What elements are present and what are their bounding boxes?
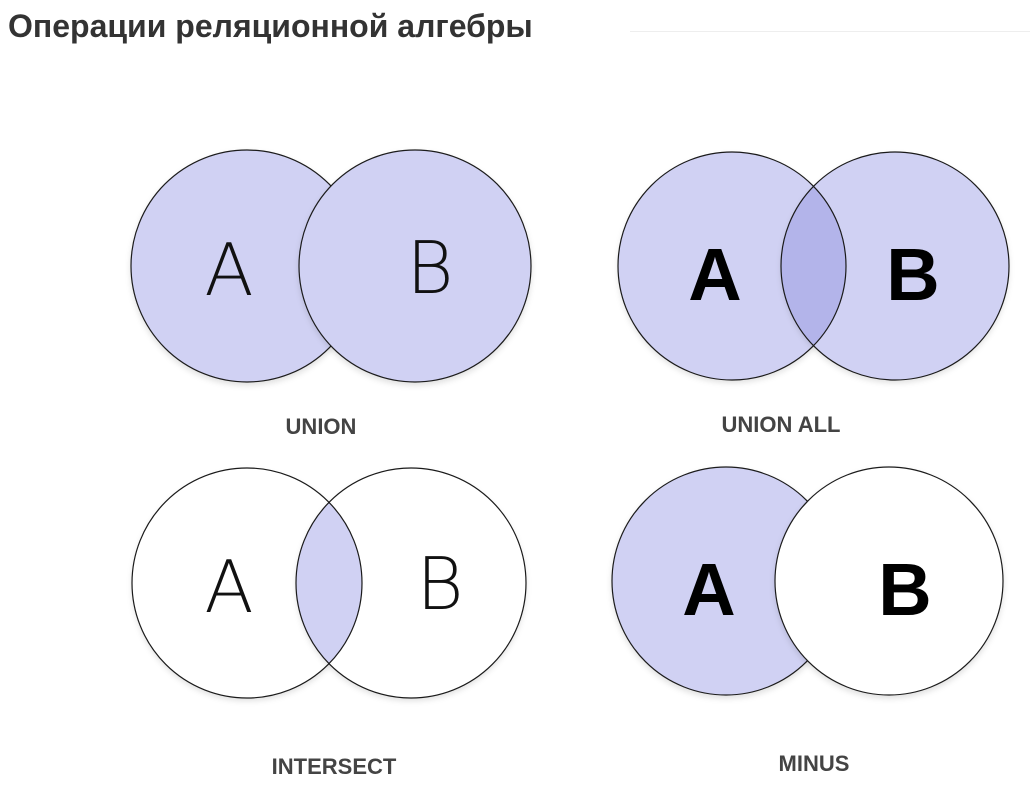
intersect-circle-a (132, 468, 362, 698)
intersect-caption: INTERSECT (272, 754, 397, 779)
union-label-a: A (204, 228, 253, 312)
union-all-label-a: A (688, 233, 741, 316)
minus-label-a: A (682, 548, 735, 631)
intersect-label-b: B (416, 542, 463, 626)
union-all-caption: UNION ALL (722, 412, 841, 437)
intersect-outline-b (295, 467, 527, 699)
minus-caption: MINUS (779, 751, 850, 776)
union-label-b: B (406, 226, 453, 310)
union-diagram: A B UNION (130, 149, 532, 439)
page-title: Операции реляционной алгебры (8, 8, 533, 44)
intersect-outline-a (131, 467, 363, 699)
union-caption: UNION (286, 414, 357, 439)
intersect-diagram: A B INTERSECT (131, 467, 527, 779)
union-all-circle-b (781, 152, 1009, 380)
minus-diagram: A B MINUS (611, 466, 1004, 776)
minus-circle-b (774, 466, 1004, 696)
intersect-label-a: A (204, 545, 253, 629)
minus-label-b: B (878, 548, 931, 631)
union-all-outline-b (780, 151, 1010, 381)
title-divider (630, 31, 1030, 32)
union-all-circle-a (618, 152, 846, 380)
union-all-outline-a (617, 151, 847, 381)
union-all-label-b: B (886, 233, 939, 316)
union-all-diagram: A B UNION ALL (617, 151, 1010, 437)
intersect-circle-b (296, 468, 526, 698)
union-circle-b (298, 149, 532, 383)
